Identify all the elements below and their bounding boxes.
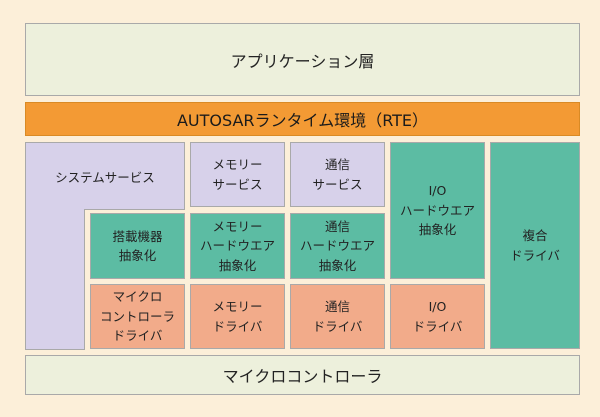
io-hardware-abstraction-block: I/O ハードウエア 抽象化 [390,142,485,279]
communication-services-block: 通信 サービス [290,142,385,207]
microcontroller-layer-label: マイクロコントローラ [222,367,383,386]
memory-drivers-label: メモリー ドライバ [212,299,263,334]
complex-drivers-label: 複合 ドライバ [510,228,560,263]
onboard-device-abstraction-label: 搭載機器 抽象化 [112,228,163,263]
memory-hardware-abstraction-label: メモリー ハードウエア 抽象化 [199,218,275,273]
io-hardware-abstraction-label: I/O ハードウエア 抽象化 [399,183,475,238]
system-services-label: システムサービス [55,169,155,185]
application-layer: アプリケーション層 [25,23,580,96]
memory-services-label: メモリー サービス [212,157,263,192]
complex-drivers-block: 複合 ドライバ [490,142,580,349]
communication-drivers-block: 通信 ドライバ [290,284,385,349]
rte-layer-label: AUTOSARランタイム環境（RTE） [176,111,429,130]
microcontroller-drivers-block: マイクロ コントローラ ドライバ [90,284,185,349]
application-layer-label: アプリケーション層 [230,51,375,71]
communication-hardware-abstraction-block: 通信 ハードウエア 抽象化 [290,213,385,279]
memory-drivers-block: メモリー ドライバ [190,284,285,349]
onboard-device-abstraction-block: 搭載機器 抽象化 [90,213,185,279]
io-drivers-block: I/O ドライバ [390,284,485,349]
io-drivers-label: I/O ドライバ [412,299,463,334]
communication-drivers-label: 通信 ドライバ [312,299,363,334]
microcontroller-drivers-label: マイクロ コントローラ ドライバ [99,289,175,344]
rte-layer: AUTOSARランタイム環境（RTE） [25,102,580,136]
memory-services-block: メモリー サービス [190,142,285,207]
communication-services-label: 通信 サービス [312,157,363,192]
communication-hardware-abstraction-label: 通信 ハードウエア 抽象化 [299,218,375,273]
memory-hardware-abstraction-block: メモリー ハードウエア 抽象化 [190,213,285,279]
microcontroller-layer: マイクロコントローラ [25,355,580,395]
